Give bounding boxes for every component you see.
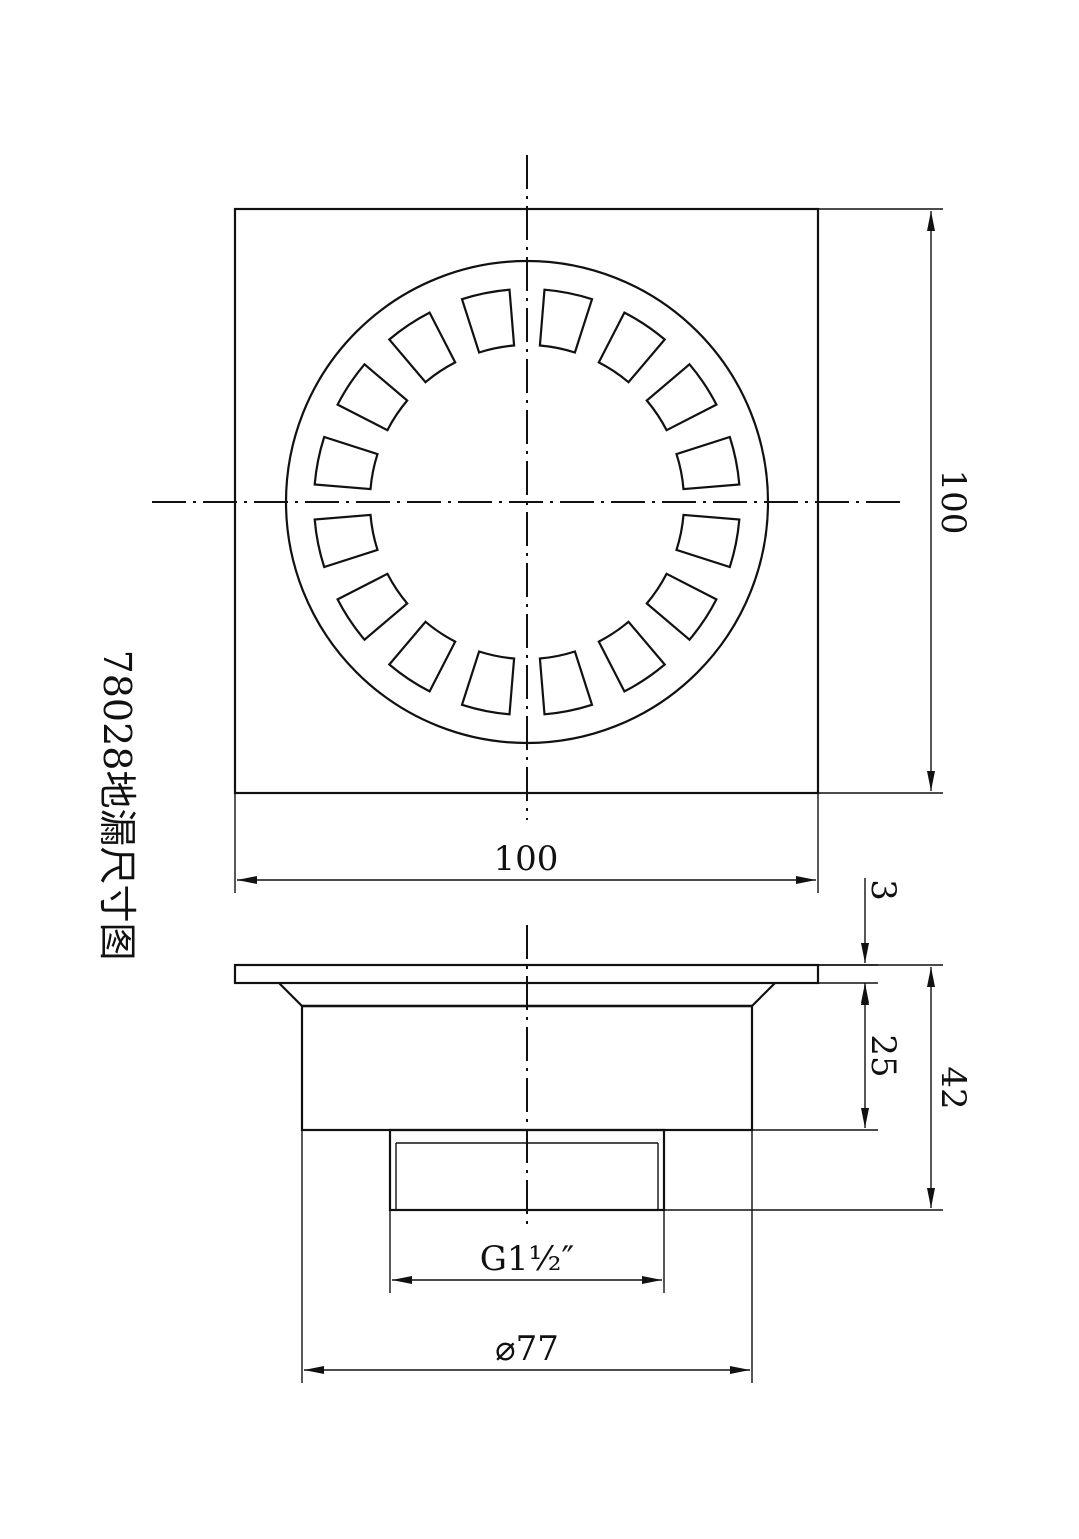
side-view: [233, 925, 820, 1225]
dim-diameter: ⌀77: [301, 1130, 753, 1383]
drain-slot: [387, 311, 457, 384]
drain-slot: [597, 620, 667, 693]
drain-slot: [645, 362, 718, 432]
drain-slot: [675, 435, 741, 491]
dim-diameter-label: ⌀77: [495, 1329, 559, 1369]
dim-flange-thickness-label: 3: [863, 879, 903, 901]
drain-slot: [538, 650, 594, 716]
dim-thread-label: G1½″: [480, 1239, 574, 1279]
drain-slot: [597, 311, 667, 384]
dim-total-height: 42: [664, 964, 973, 1211]
top-view: [152, 155, 903, 820]
dim-top-width-label: 100: [494, 839, 559, 879]
drain-slot: [313, 435, 379, 491]
dim-flange-thickness: 3: [818, 878, 903, 1004]
drain-slot: [675, 513, 741, 569]
drain-slot: [460, 650, 516, 716]
drain-slot: [460, 288, 516, 354]
drain-slot: [336, 572, 409, 642]
drain-slots: [313, 288, 741, 716]
dim-top-height-label: 100: [933, 470, 973, 535]
dim-thread: G1½″: [389, 1210, 665, 1293]
dim-top-height: 100: [818, 208, 973, 794]
drain-slot: [313, 513, 379, 569]
drawing-title: 78028地漏尺寸图: [95, 650, 139, 961]
drain-slot: [538, 288, 594, 354]
dim-total-height-label: 42: [933, 1066, 973, 1109]
drain-slot: [387, 620, 457, 693]
dim-body-height: 25: [752, 985, 903, 1131]
drain-slot: [645, 572, 718, 642]
dim-top-width: 100: [234, 793, 819, 893]
dim-body-height-label: 25: [863, 1034, 903, 1077]
drain-slot: [336, 362, 409, 432]
